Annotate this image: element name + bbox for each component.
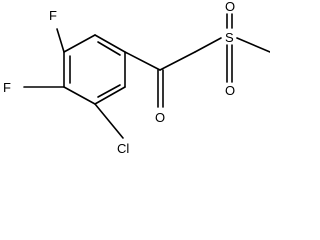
atom-sulfonyl-o-top: O (225, 0, 235, 14)
ring-double-bond-b (97, 84, 121, 98)
atom-f-left: F (3, 80, 11, 95)
bond-s-methyl (236, 37, 270, 53)
ring-double-bond-a (97, 41, 121, 56)
ring-bond-6 (63, 34, 96, 53)
bond-c-f-top (56, 28, 65, 53)
bond-ch2-s (194, 37, 222, 53)
chemical-structure-diagram: F F Cl O S O O (3, 0, 270, 156)
benzene-ring (63, 34, 126, 105)
atom-f-top: F (49, 8, 57, 23)
ring-bond-1 (94, 34, 126, 53)
atom-sulfonyl-o-bottom: O (225, 83, 235, 98)
atom-s: S (225, 30, 234, 45)
bond-carbonyl-ch2 (159, 51, 196, 71)
ring-bond-3 (94, 86, 126, 105)
bond-c-cl (94, 103, 124, 139)
atom-cl: Cl (117, 141, 129, 156)
ring-bond-4 (63, 86, 96, 105)
atom-carbonyl-o: O (155, 110, 165, 125)
bond-ring-carbonyl (124, 51, 161, 71)
structure-canvas: F F Cl O S O O (3, 0, 270, 156)
